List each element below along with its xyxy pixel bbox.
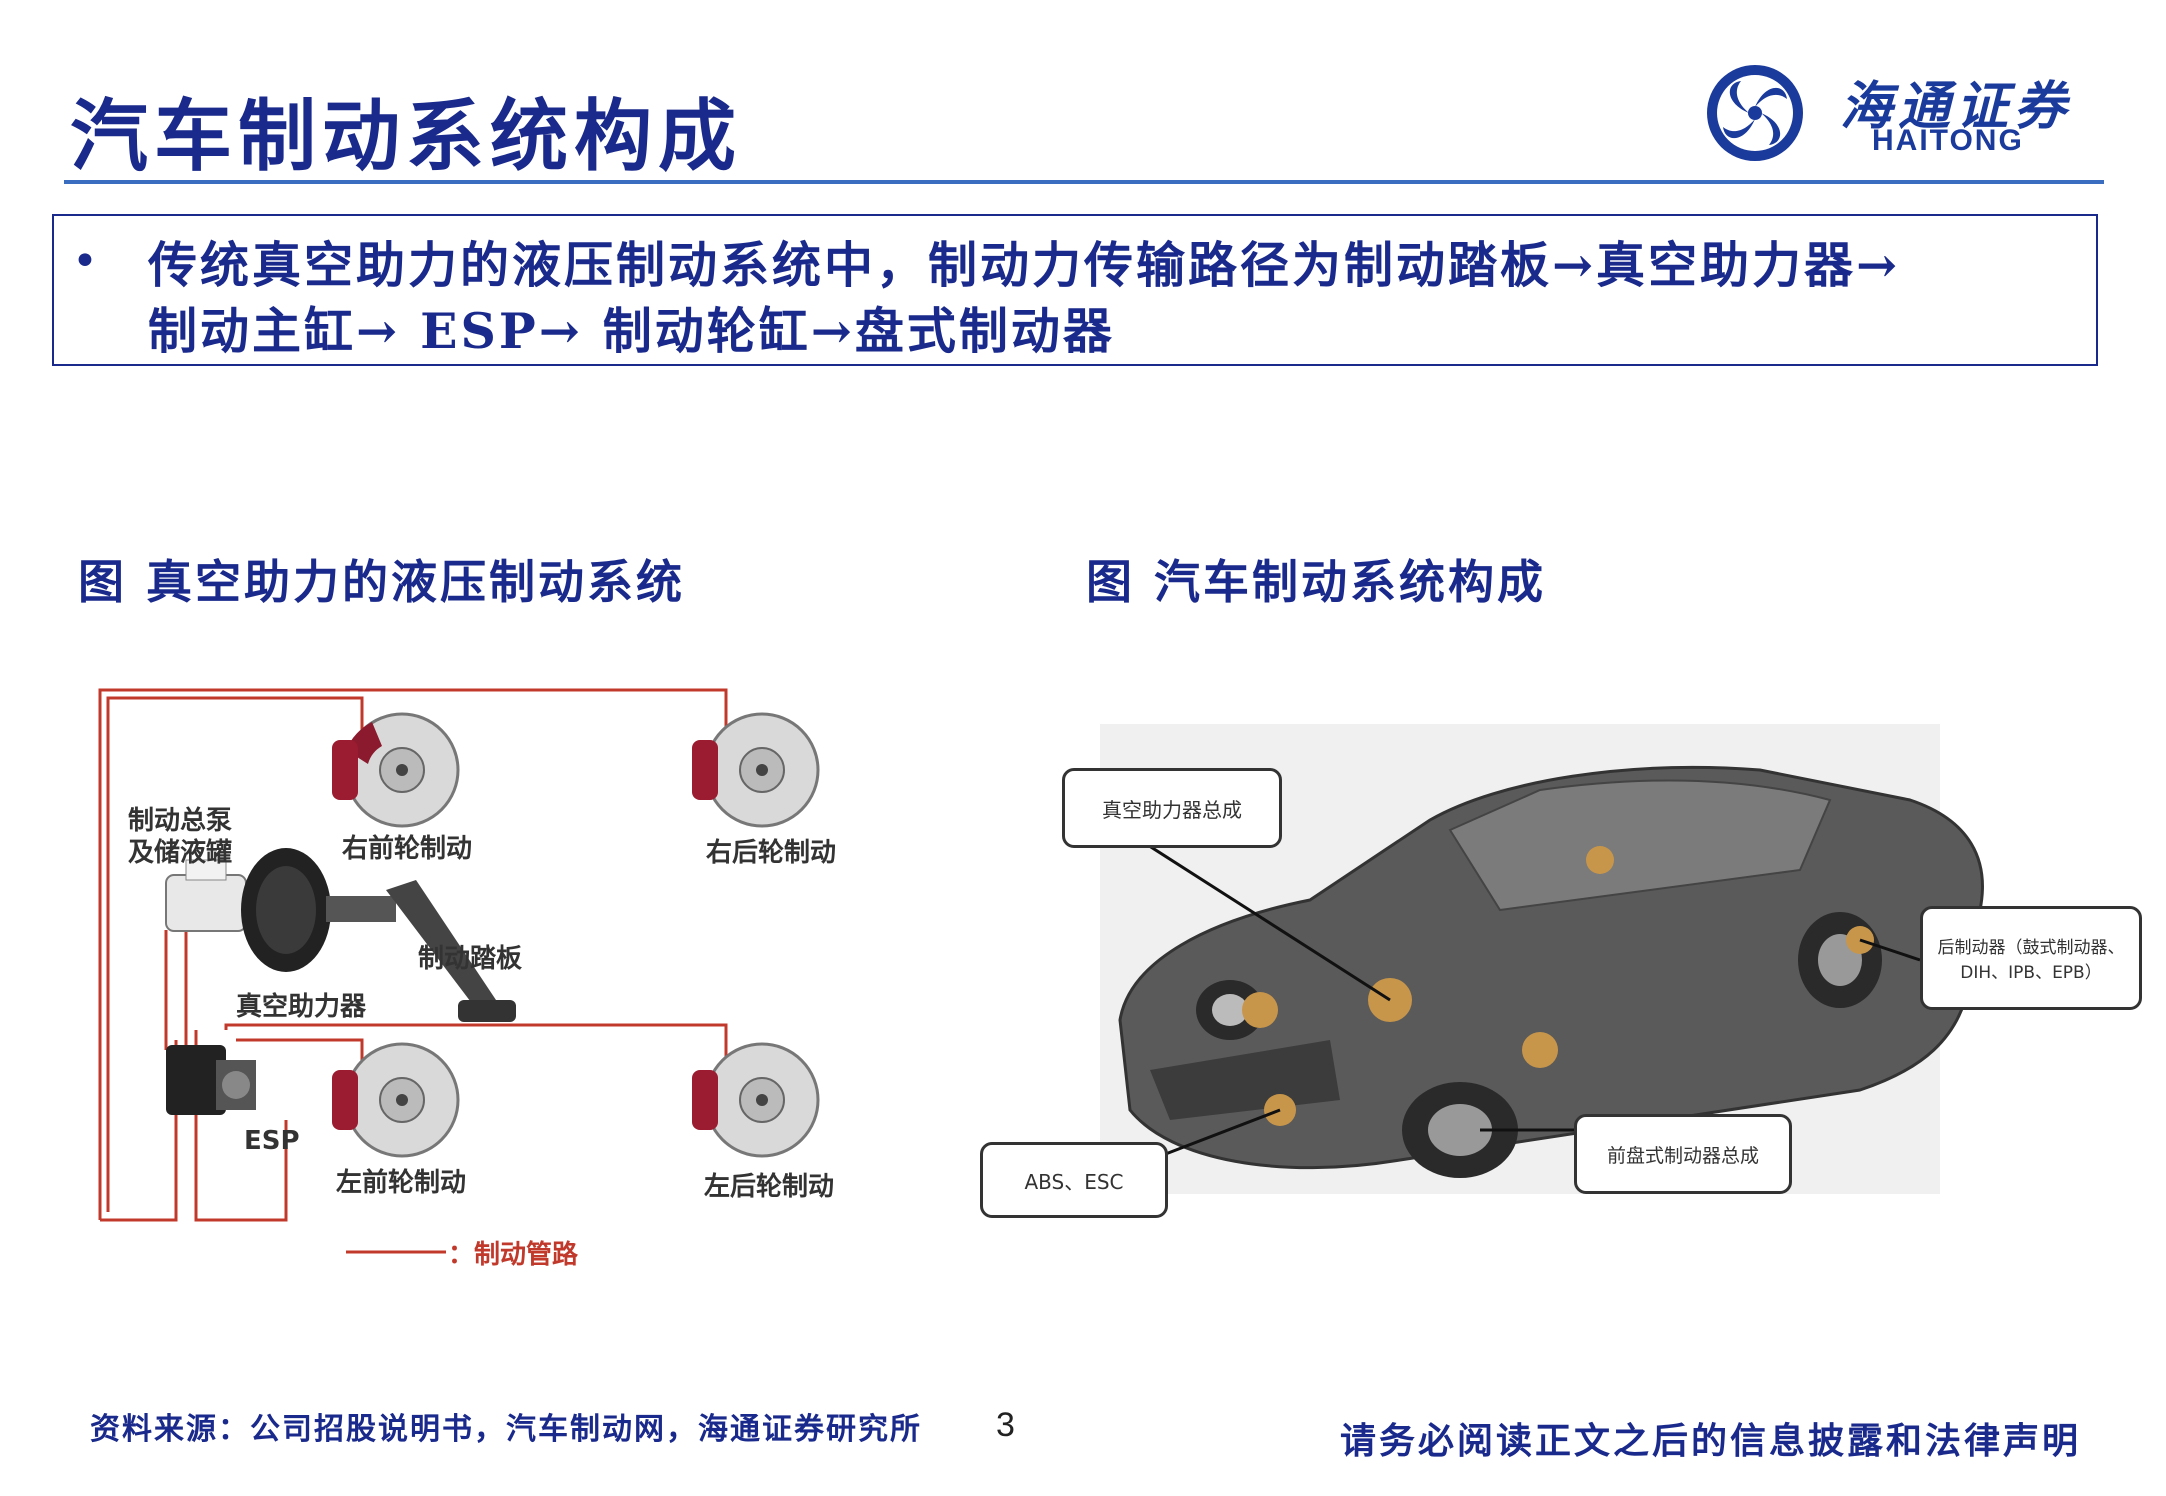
haitong-logo-icon <box>1707 65 1803 161</box>
label-front-right: 右前轮制动 <box>342 834 473 864</box>
figure-caption-left: 图 真空助力的液压制动系统 <box>78 555 686 609</box>
callout-rear-brake: 后制动器（鼓式制动器、DIH、IPB、EPB） <box>1920 906 2142 1010</box>
esp-unit-icon <box>166 1045 256 1115</box>
disc-rear-left-icon <box>692 1042 820 1158</box>
label-master-cylinder-1: 制动总泵 <box>128 806 233 836</box>
brake-pedal-icon <box>386 880 516 1022</box>
footer-source: 资料来源：公司招股说明书，汽车制动网，海通证券研究所 <box>90 1412 922 1447</box>
label-brake-pedal: 制动踏板 <box>418 944 523 974</box>
summary-line-2: 制动主缸→ ESP→ 制动轮缸→盘式制动器 <box>148 302 1115 360</box>
brake-lines-svg <box>98 688 820 1254</box>
car-body-icon <box>1118 765 1984 1178</box>
label-vacuum-booster: 真空助力器 <box>236 992 367 1022</box>
figure-caption-right: 图 汽车制动系统构成 <box>1086 555 1547 609</box>
page-number: 3 <box>996 1406 1015 1444</box>
logo-text-cn: 海通证券 <box>1840 76 2073 137</box>
disc-front-left-icon <box>332 1042 460 1158</box>
car-brake-system-diagram: 真空助力器总成 后制动器（鼓式制动器、DIH、IPB、EPB） ABS、ESC … <box>980 710 2160 1230</box>
header-divider <box>64 180 2104 184</box>
page-title: 汽车制动系统构成 <box>70 91 743 182</box>
summary-box <box>52 214 2098 366</box>
summary-line-1: 传统真空助力的液压制动系统中，制动力传输路径为制动踏板→真空助力器→ <box>148 236 1901 294</box>
bullet-dot-icon: • <box>72 236 98 287</box>
label-master-cylinder-2: 及储液罐 <box>128 838 233 868</box>
label-rear-left: 左后轮制动 <box>704 1172 835 1202</box>
disc-front-right-icon <box>332 712 460 828</box>
label-esp: ESP <box>244 1126 300 1156</box>
hydraulic-brake-diagram: 制动总泵 及储液罐 右前轮制动 右后轮制动 制动踏板 真空助力器 ESP 左前轮… <box>86 660 906 1280</box>
logo-text-en: HAITONG <box>1872 124 2024 157</box>
booster-assembly-icon <box>165 848 396 972</box>
label-legend-brake-line: ：制动管路 <box>448 1240 579 1270</box>
label-front-left: 左前轮制动 <box>336 1168 467 1198</box>
callout-abs-esc: ABS、ESC <box>980 1142 1168 1218</box>
callout-booster-assembly: 真空助力器总成 <box>1062 768 1282 848</box>
callout-front-disc: 前盘式制动器总成 <box>1574 1114 1792 1194</box>
label-rear-right: 右后轮制动 <box>706 838 837 868</box>
disc-rear-right-icon <box>692 712 820 828</box>
footer-disclaimer[interactable]: 请务必阅读正文之后的信息披露和法律声明 <box>1340 1420 2082 1462</box>
